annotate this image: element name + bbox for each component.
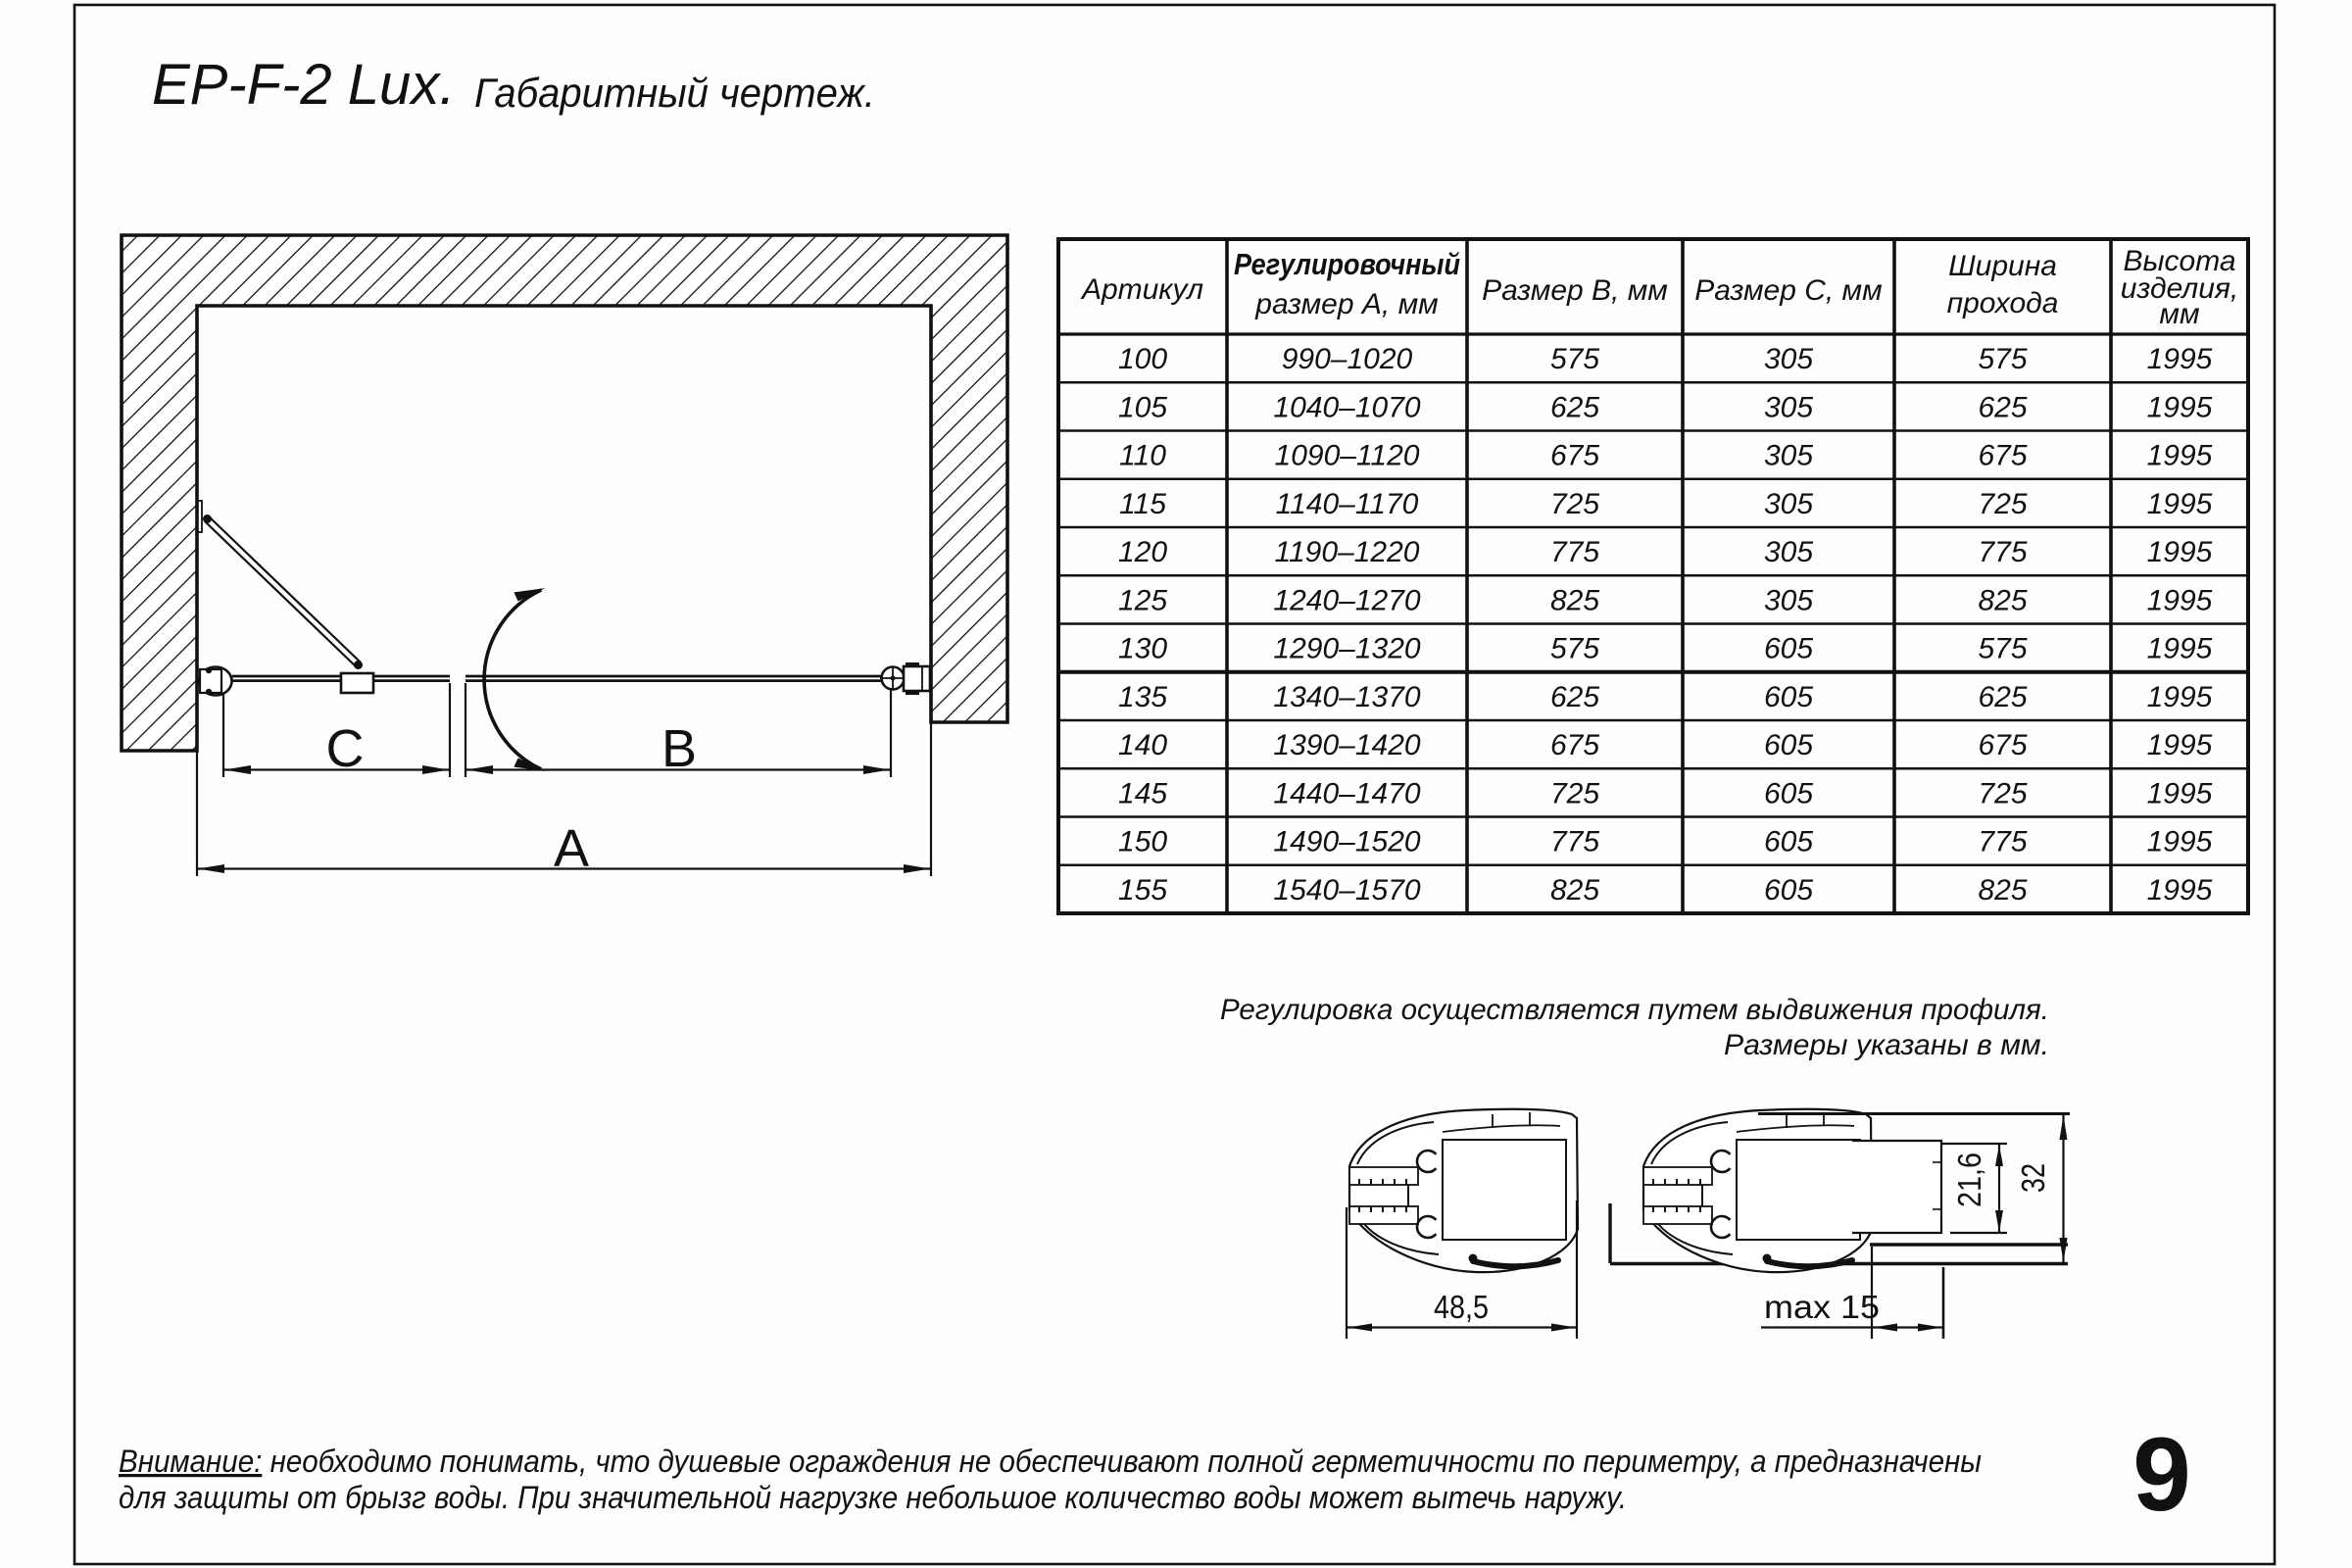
svg-text:1995: 1995 bbox=[2147, 343, 2213, 375]
svg-text:675: 675 bbox=[1550, 729, 1599, 761]
svg-text:575: 575 bbox=[1978, 343, 2027, 375]
svg-text:725: 725 bbox=[1550, 777, 1599, 809]
svg-text:1240–1270: 1240–1270 bbox=[1273, 584, 1420, 616]
svg-text:605: 605 bbox=[1764, 681, 1813, 713]
svg-text:575: 575 bbox=[1978, 633, 2027, 665]
svg-text:625: 625 bbox=[1550, 681, 1599, 713]
svg-text:775: 775 bbox=[1550, 536, 1599, 568]
svg-text:305: 305 bbox=[1764, 584, 1813, 616]
svg-text:605: 605 bbox=[1764, 874, 1813, 906]
svg-text:140: 140 bbox=[1118, 729, 1167, 761]
svg-text:110: 110 bbox=[1119, 440, 1166, 472]
svg-text:1390–1420: 1390–1420 bbox=[1273, 729, 1420, 761]
svg-text:135: 135 bbox=[1118, 681, 1167, 713]
svg-text:305: 305 bbox=[1764, 536, 1813, 568]
svg-text:1995: 1995 bbox=[2147, 584, 2213, 616]
svg-text:1140–1170: 1140–1170 bbox=[1276, 488, 1419, 520]
svg-text:825: 825 bbox=[1978, 874, 2027, 906]
svg-text:1190–1220: 1190–1220 bbox=[1275, 536, 1420, 568]
svg-text:1995: 1995 bbox=[2147, 488, 2213, 520]
svg-text:1490–1520: 1490–1520 bbox=[1273, 826, 1420, 858]
svg-text:48,5: 48,5 bbox=[1434, 1289, 1489, 1325]
svg-text:9: 9 bbox=[2132, 1415, 2191, 1533]
svg-text:605: 605 bbox=[1764, 826, 1813, 858]
svg-text:775: 775 bbox=[1978, 826, 2027, 858]
svg-text:605: 605 bbox=[1764, 633, 1813, 665]
svg-text:EP-F-2 Lux.: EP-F-2 Lux. bbox=[152, 53, 455, 117]
svg-text:1995: 1995 bbox=[2147, 536, 2213, 568]
svg-text:мм: мм bbox=[2159, 298, 2199, 330]
svg-text:305: 305 bbox=[1764, 343, 1813, 375]
svg-text:1090–1120: 1090–1120 bbox=[1275, 440, 1420, 472]
svg-text:21,6: 21,6 bbox=[1951, 1152, 1987, 1207]
svg-text:725: 725 bbox=[1978, 777, 2027, 809]
svg-text:305: 305 bbox=[1764, 488, 1813, 520]
svg-text:305: 305 bbox=[1764, 440, 1813, 472]
svg-text:825: 825 bbox=[1550, 584, 1599, 616]
svg-text:32: 32 bbox=[2015, 1163, 2051, 1193]
svg-text:для защиты от брызг воды. При: для защиты от брызг воды. При значительн… bbox=[119, 1480, 1627, 1515]
svg-text:1995: 1995 bbox=[2147, 874, 2213, 906]
svg-text:725: 725 bbox=[1550, 488, 1599, 520]
svg-text:Регулировочный: Регулировочный bbox=[1234, 247, 1460, 281]
svg-text:625: 625 bbox=[1978, 391, 2027, 423]
svg-text:1995: 1995 bbox=[2147, 391, 2213, 423]
svg-text:прохода: прохода bbox=[1947, 287, 2059, 319]
svg-text:725: 725 bbox=[1978, 488, 2027, 520]
svg-text:1995: 1995 bbox=[2147, 440, 2213, 472]
svg-text:130: 130 bbox=[1118, 633, 1167, 665]
svg-text:825: 825 bbox=[1978, 584, 2027, 616]
svg-text:115: 115 bbox=[1119, 488, 1166, 520]
svg-text:675: 675 bbox=[1550, 440, 1599, 472]
svg-text:575: 575 bbox=[1550, 633, 1599, 665]
svg-text:1995: 1995 bbox=[2147, 729, 2213, 761]
svg-text:размер А, мм: размер А, мм bbox=[1254, 288, 1438, 320]
svg-text:Регулировка осуществляется пут: Регулировка осуществляется путем выдвиже… bbox=[1220, 994, 2049, 1026]
svg-text:575: 575 bbox=[1550, 343, 1599, 375]
svg-text:Размер В, мм: Размер В, мм bbox=[1482, 274, 1668, 307]
svg-text:155: 155 bbox=[1118, 874, 1167, 906]
svg-text:Размер С, мм: Размер С, мм bbox=[1694, 274, 1882, 307]
svg-text:100: 100 bbox=[1118, 343, 1167, 375]
svg-text:825: 825 bbox=[1550, 874, 1599, 906]
svg-text:1995: 1995 bbox=[2147, 633, 2213, 665]
svg-text:Внимание: необходимо понимать,: Внимание: необходимо понимать, что душев… bbox=[119, 1444, 1982, 1479]
svg-text:1440–1470: 1440–1470 bbox=[1273, 777, 1420, 809]
svg-text:120: 120 bbox=[1118, 536, 1167, 568]
svg-text:675: 675 bbox=[1978, 440, 2027, 472]
svg-text:Артикул: Артикул bbox=[1080, 273, 1203, 306]
svg-text:1040–1070: 1040–1070 bbox=[1273, 391, 1420, 423]
svg-text:105: 105 bbox=[1118, 391, 1167, 423]
svg-text:изделия,: изделия, bbox=[2121, 272, 2239, 305]
svg-text:605: 605 bbox=[1764, 777, 1813, 809]
svg-text:145: 145 bbox=[1118, 777, 1167, 809]
svg-text:1995: 1995 bbox=[2147, 777, 2213, 809]
svg-text:605: 605 bbox=[1764, 729, 1813, 761]
svg-text:Ширина: Ширина bbox=[1948, 250, 2057, 282]
svg-text:990–1020: 990–1020 bbox=[1282, 343, 1413, 375]
svg-text:775: 775 bbox=[1978, 536, 2027, 568]
svg-text:1290–1320: 1290–1320 bbox=[1273, 633, 1420, 665]
svg-text:625: 625 bbox=[1550, 391, 1599, 423]
svg-text:Размеры указаны в мм.: Размеры указаны в мм. bbox=[1724, 1029, 2049, 1061]
svg-text:Высота: Высота bbox=[2123, 245, 2235, 277]
svg-text:1995: 1995 bbox=[2147, 826, 2213, 858]
svg-text:150: 150 bbox=[1118, 826, 1167, 858]
svg-text:B: B bbox=[662, 719, 697, 778]
svg-text:1340–1370: 1340–1370 bbox=[1273, 681, 1420, 713]
svg-text:Габаритный чертеж.: Габаритный чертеж. bbox=[474, 70, 875, 116]
svg-text:775: 775 bbox=[1550, 826, 1599, 858]
svg-text:125: 125 bbox=[1118, 584, 1167, 616]
svg-text:max 15: max 15 bbox=[1764, 1289, 1880, 1325]
svg-text:675: 675 bbox=[1978, 729, 2027, 761]
svg-text:625: 625 bbox=[1978, 681, 2027, 713]
svg-text:1540–1570: 1540–1570 bbox=[1273, 874, 1420, 906]
svg-text:305: 305 bbox=[1764, 391, 1813, 423]
svg-text:C: C bbox=[326, 719, 365, 778]
svg-text:A: A bbox=[554, 819, 589, 878]
svg-text:1995: 1995 bbox=[2147, 681, 2213, 713]
